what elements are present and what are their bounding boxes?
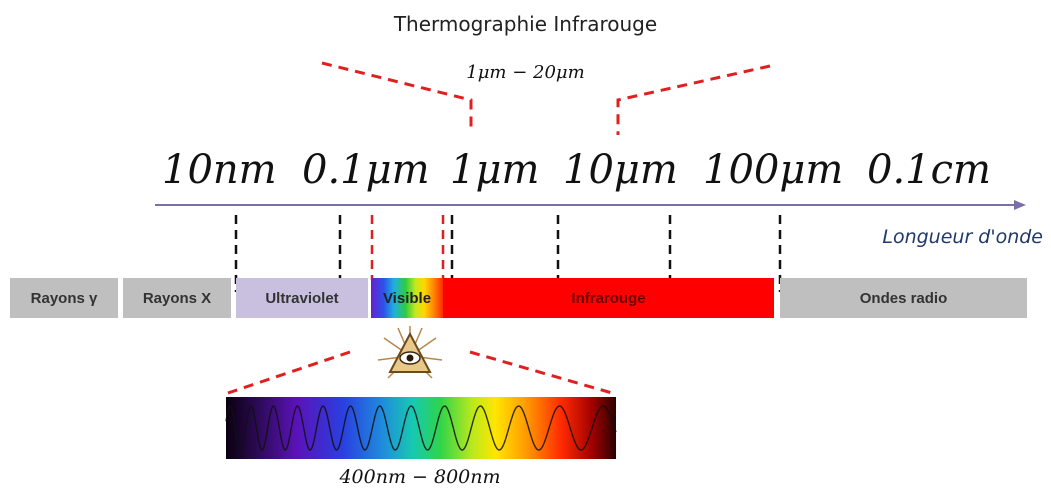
scale-label-1um: 1μm xyxy=(450,147,540,193)
band-infrared: Infrarouge xyxy=(443,278,774,318)
visible-zoom-lines xyxy=(227,350,613,395)
infrared-range-label: 1μm − 20μm xyxy=(466,62,585,83)
band-visible: Visible xyxy=(371,278,443,318)
scale-label-10um: 10μm xyxy=(563,147,678,193)
scale-label-10nm: 10nm xyxy=(162,147,277,193)
band-x-rays: Rayons X xyxy=(123,278,231,318)
band-radio-waves: Ondes radio xyxy=(780,278,1027,318)
visible-boundary-lines xyxy=(370,215,445,280)
ir-zoom-lines xyxy=(321,61,771,135)
scale-label-0-1um: 0.1μm xyxy=(302,147,430,193)
band-gamma-rays: Rayons γ xyxy=(10,278,118,318)
axis-label: Longueur d'onde xyxy=(882,226,1043,248)
diagram-title: Thermographie Infrarouge xyxy=(393,12,658,36)
band-ultraviolet: Ultraviolet xyxy=(236,278,368,318)
visible-range-label: 400nm − 800nm xyxy=(339,466,501,488)
scale-label-100um: 100μm xyxy=(703,147,844,193)
scale-label-0-1cm: 0.1cm xyxy=(867,147,991,193)
wavelength-axis xyxy=(155,200,1026,210)
